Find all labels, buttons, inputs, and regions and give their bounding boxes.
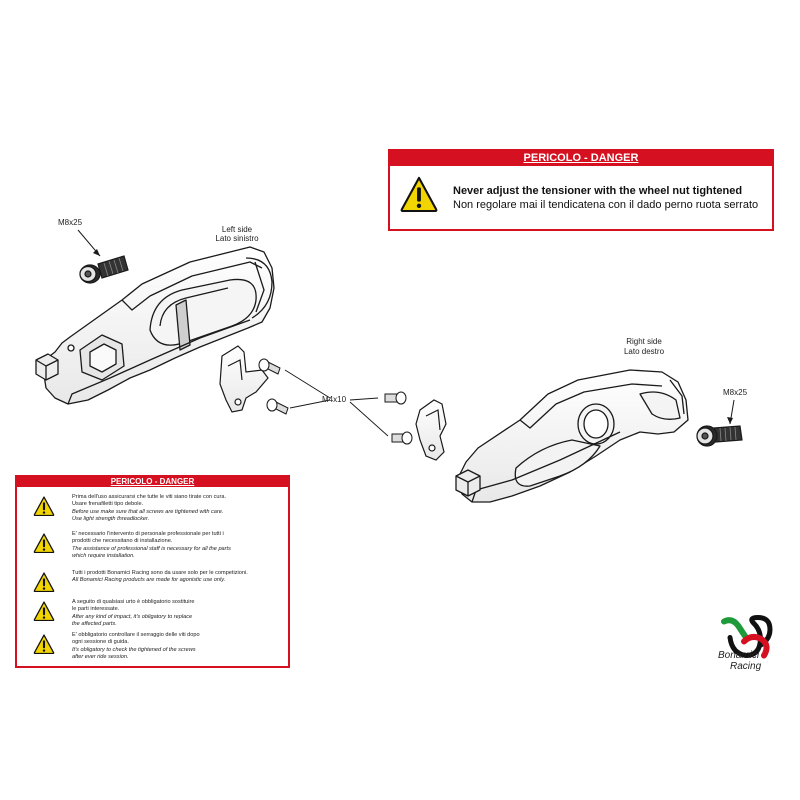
- danger-item: E' obbligatorio controllare il serraggio…: [17, 632, 287, 666]
- item-it-1: Prima dell'uso assicurarsi che tutte le …: [72, 494, 227, 500]
- right-tensioner: [455, 369, 689, 503]
- logo-text-line1: Bonamici: [718, 650, 760, 661]
- label-screw-left: M8x25: [58, 218, 83, 227]
- label-right-side-it: Lato destro: [623, 347, 665, 356]
- warning-triangle-icon: [33, 601, 55, 621]
- right-m8-screw: [696, 425, 743, 447]
- danger-item: E' necessario l'intervento di personale …: [17, 531, 287, 565]
- bottom-danger-box: PERICOLO - DANGER Prima dell'uso assicur…: [15, 475, 290, 668]
- item-en-2: Use light strength threadlocker.: [72, 516, 150, 522]
- danger-line-it: Non regolare mai il tendicatena con il d…: [453, 199, 759, 211]
- danger-item: A seguito di qualsiasi urto è obbligator…: [17, 599, 287, 633]
- item-it-1: A seguito di qualsiasi urto è obbligator…: [72, 599, 195, 605]
- bottom-danger-title: PERICOLO - DANGER: [17, 477, 288, 487]
- item-it-2: ogni sessione di guida.: [72, 639, 129, 645]
- m4-screws-right: [384, 391, 413, 445]
- left-tensioner: [35, 246, 275, 405]
- label-right-side: Right side: [626, 337, 662, 346]
- warning-triangle-icon: [33, 496, 55, 516]
- label-screw-right: M8x25: [723, 388, 748, 397]
- item-it-2: le parti interessate.: [72, 606, 120, 612]
- warning-triangle-icon: [400, 176, 438, 212]
- left-small-bracket: [219, 345, 269, 413]
- item-it-1: Tutti i prodotti Bonamici Racing sono da…: [72, 570, 248, 576]
- label-screw-small: M4x10: [322, 395, 347, 404]
- danger-item: Prima dell'uso assicurarsi che tutte le …: [17, 494, 287, 528]
- item-en-1: It's obligatory to check the tightened o…: [72, 647, 196, 653]
- m4-screws-left: [258, 358, 289, 415]
- item-it-2: Usare frenafiletti tipo debole.: [72, 501, 144, 507]
- item-en-1: All Bonamici Racing products are made fo…: [72, 577, 226, 583]
- left-m8-screw: [79, 255, 129, 284]
- bonamici-racing-logo: [721, 614, 773, 659]
- danger-item: Tutti i prodotti Bonamici Racing sono da…: [17, 570, 287, 604]
- warning-triangle-icon: [33, 533, 55, 553]
- item-en-2: which require installation.: [72, 553, 135, 559]
- warning-triangle-icon: [33, 634, 55, 654]
- item-en-1: The assistance of professional staff is …: [72, 546, 231, 552]
- logo-text-line2: Racing: [730, 661, 762, 672]
- item-en-1: Before use make sure that all screws are…: [72, 509, 224, 515]
- label-left-side: Left side: [221, 225, 253, 234]
- item-it-1: E' obbligatorio controllare il serraggio…: [72, 632, 200, 638]
- item-en-1: After any kind of impact, it's obligator…: [72, 614, 193, 620]
- top-danger-title: PERICOLO - DANGER: [390, 151, 772, 166]
- top-danger-box: PERICOLO - DANGER Never adjust the tensi…: [388, 149, 774, 231]
- warning-triangle-icon: [33, 572, 55, 592]
- label-left-side-it: Lato sinistro: [215, 234, 259, 243]
- item-it-2: prodotti che necessitano di installazion…: [72, 538, 173, 544]
- item-en-2: after ever ride session.: [72, 654, 129, 660]
- m4-leaders: [284, 369, 389, 437]
- item-it-1: E' necessario l'intervento di personale …: [72, 531, 224, 537]
- danger-line-en: Never adjust the tensioner with the whee…: [453, 185, 743, 197]
- item-en-2: the affected parts.: [72, 621, 117, 627]
- right-small-bracket: [415, 399, 447, 461]
